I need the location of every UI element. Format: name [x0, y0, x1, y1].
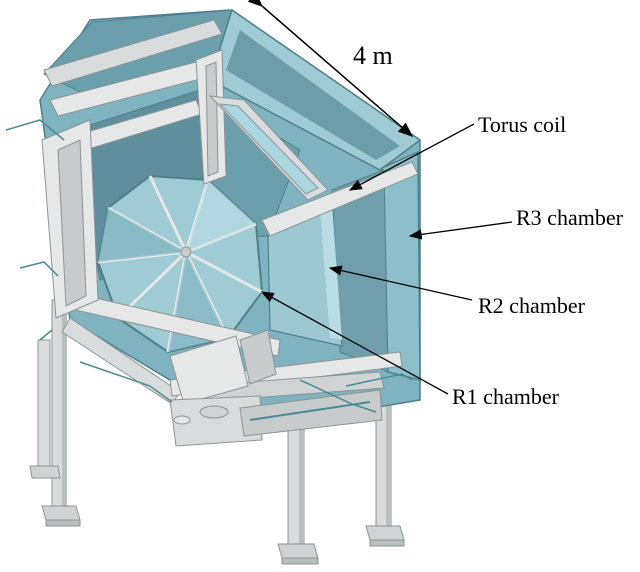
r1-chamber-leader	[260, 291, 449, 395]
callouts: Torus coil R3 chamber R2 chamber R1 cham…	[260, 112, 624, 409]
frame-beams	[41, 19, 419, 405]
r3-chamber-label: R3 chamber	[516, 205, 624, 230]
dimension-label: 4 m	[353, 41, 393, 70]
r2-chamber-leader	[328, 265, 473, 301]
dimension-indicator: 4 m	[247, 0, 414, 137]
cables	[5, 119, 413, 413]
torus-coil-label: Torus coil	[478, 112, 566, 137]
r3-chamber-leader	[408, 221, 513, 240]
torus-coil-leader	[348, 123, 475, 191]
r1-chamber-label: R1 chamber	[452, 384, 560, 409]
dimension-arrow	[247, 0, 414, 137]
r2-chamber-label: R2 chamber	[478, 293, 586, 318]
